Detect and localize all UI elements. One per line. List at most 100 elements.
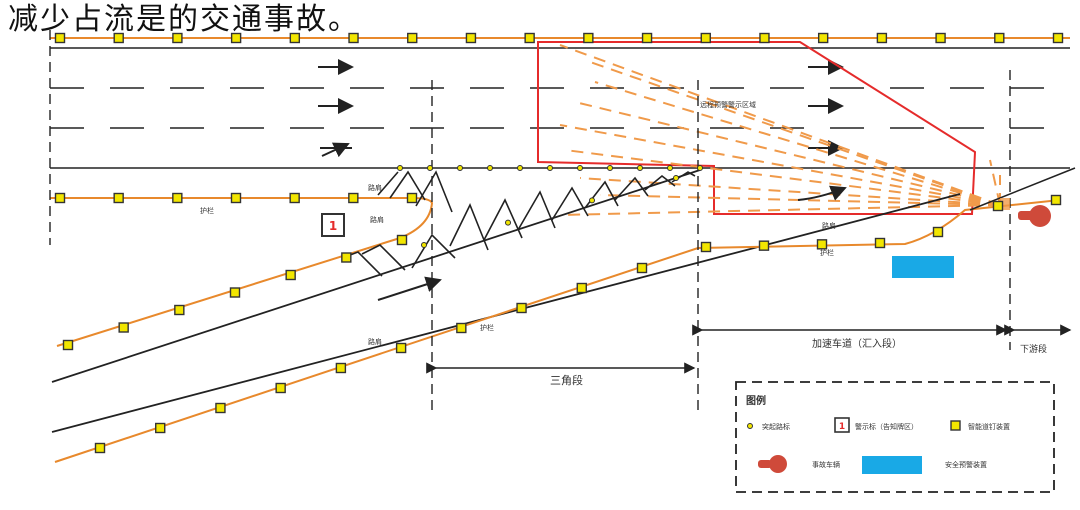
- smart-marker: [576, 282, 587, 294]
- smart-marker: [348, 32, 359, 44]
- downstream-label: 下游段: [1020, 343, 1047, 355]
- smart-marker: [817, 32, 829, 44]
- smart-marker: [395, 342, 407, 354]
- raised-marker: [487, 165, 493, 171]
- smart-marker: [700, 32, 711, 44]
- accel-lane-boundary: [969, 167, 1076, 211]
- accel-lane-label: 加速车道（汇入段）: [812, 337, 902, 350]
- smart-marker: [229, 287, 241, 298]
- raised-marker: [697, 165, 703, 171]
- warning-zone: 远程预警警示区域: [537, 41, 1001, 216]
- raised-marker: [457, 165, 463, 171]
- raised-marker: [505, 219, 511, 226]
- raised-marker: [397, 165, 403, 171]
- mainline: [50, 37, 1070, 169]
- smart-marker: [932, 226, 944, 238]
- road-edge-right-label: 路肩: [368, 337, 382, 346]
- legend: 图例 突起路标 1 警示标（告知牌区） 智能道钉装置 事故车辆 安全预警装置: [735, 381, 1055, 493]
- legend-sign-symbol: 1: [839, 422, 845, 432]
- legend-smart-marker-label: 智能道钉装置: [968, 422, 1010, 431]
- smart-marker: [215, 402, 226, 414]
- smart-marker: [155, 422, 166, 434]
- road-edge-accel-label: 路肩: [822, 221, 836, 230]
- legend-safety-zone-icon: [862, 456, 922, 474]
- warning-sign: 1: [321, 213, 345, 237]
- smart-marker: [172, 32, 183, 44]
- guardrail-bottom-label: 护栏: [480, 323, 494, 332]
- ramp-edge-lower: [51, 193, 961, 433]
- smart-marker: [174, 304, 185, 316]
- smart-marker: [113, 192, 124, 204]
- legend-raised-marker-icon: [747, 423, 753, 429]
- guardrail-right-label: 护栏: [820, 248, 834, 257]
- raised-marker: [667, 165, 673, 171]
- smart-marker: [1050, 194, 1062, 206]
- ramp-inner-guardrail: [50, 197, 434, 347]
- smart-marker: [113, 32, 124, 44]
- smart-marker: [465, 32, 477, 44]
- raised-marker: [577, 165, 583, 171]
- smart-marker: [816, 239, 828, 250]
- smart-marker: [516, 302, 527, 314]
- smart-marker: [583, 32, 594, 44]
- legend-sign-label: 警示标（告知牌区）: [855, 422, 918, 431]
- smart-marker: [700, 241, 712, 253]
- smart-marker-layer: [54, 32, 1064, 454]
- smart-marker: [524, 32, 535, 44]
- smart-marker: [62, 339, 74, 351]
- taper-zone-label: 三角段: [550, 373, 583, 387]
- red-warning-polygon: [537, 41, 977, 215]
- smart-marker: [992, 200, 1004, 212]
- smart-marker: [874, 237, 886, 249]
- legend-sign-icon: [834, 417, 850, 433]
- ramp-direction-arrow: [377, 276, 442, 301]
- orange-fan-lines: [559, 44, 1001, 216]
- legend-frame: [735, 381, 1055, 493]
- smart-marker: [230, 192, 242, 204]
- ramp-edge-upper: [51, 169, 701, 383]
- smart-marker: [406, 192, 418, 204]
- raised-marker: [517, 165, 523, 171]
- smart-marker: [285, 269, 296, 281]
- smart-marker: [335, 362, 347, 374]
- dimension-lines: [426, 324, 1072, 374]
- road-edge-left-label: 路肩: [368, 183, 382, 192]
- smart-marker: [118, 322, 129, 333]
- raised-marker: [547, 165, 553, 171]
- legend-smart-marker-icon: [950, 420, 961, 431]
- smart-marker: [935, 32, 946, 44]
- legend-accident-label: 事故车辆: [812, 460, 840, 469]
- smart-marker: [758, 240, 770, 251]
- raised-marker: [427, 165, 433, 171]
- raised-marker: [637, 165, 643, 171]
- smart-marker: [407, 32, 418, 44]
- smart-marker: [636, 262, 648, 274]
- smart-marker: [876, 32, 888, 44]
- smart-marker: [172, 192, 183, 204]
- safety-zone-box: [892, 256, 954, 278]
- gore-hatching: [341, 170, 696, 277]
- smart-marker: [641, 32, 653, 44]
- raised-marker-layer: [397, 165, 703, 248]
- guardrail-left-label: 护栏: [200, 206, 214, 215]
- section-dividers: [49, 30, 1011, 415]
- raised-marker: [673, 175, 679, 181]
- smart-marker: [54, 32, 66, 44]
- smart-marker: [94, 442, 106, 454]
- smart-marker: [456, 322, 467, 334]
- legend-raised-marker-label: 突起路标: [762, 422, 790, 431]
- road-edge-bottom-label: 路肩: [370, 215, 384, 224]
- legend-title: 图例: [746, 394, 766, 407]
- raised-marker: [421, 242, 427, 248]
- ramp-outer-guardrail: [54, 199, 1061, 463]
- smart-marker: [1052, 32, 1064, 44]
- smart-marker: [289, 32, 301, 44]
- smart-marker: [289, 192, 300, 204]
- legend-safety-zone-label: 安全预警装置: [945, 460, 987, 469]
- legend-accident-icon: [758, 455, 787, 473]
- raised-marker: [607, 165, 613, 171]
- smart-marker: [396, 234, 408, 246]
- smart-marker: [994, 32, 1005, 44]
- smart-marker: [275, 382, 286, 394]
- warning-sign-symbol: 1: [329, 219, 337, 233]
